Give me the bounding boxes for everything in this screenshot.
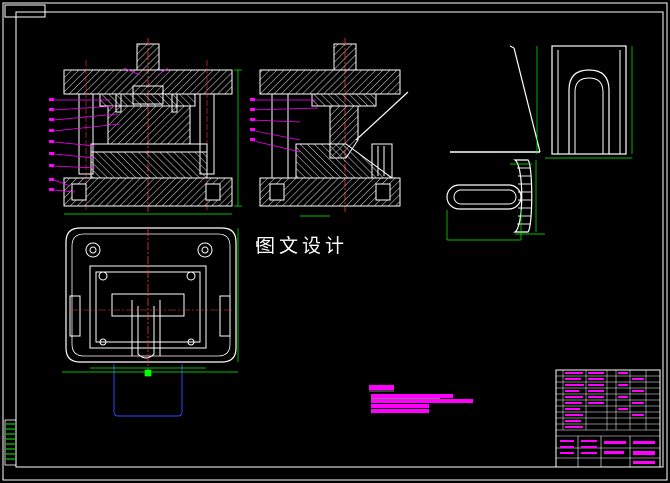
binding-strip-table <box>4 419 17 466</box>
part-view-top <box>450 45 633 159</box>
part-view-bottom <box>446 159 545 241</box>
watermark-text: 图文设计 <box>256 235 349 257</box>
front-section-view <box>49 38 242 215</box>
technical-notes <box>369 385 473 413</box>
watermark-mark <box>256 241 258 247</box>
side-section-view <box>249 38 409 217</box>
top-plan-view <box>62 227 239 417</box>
title-block <box>555 369 661 468</box>
